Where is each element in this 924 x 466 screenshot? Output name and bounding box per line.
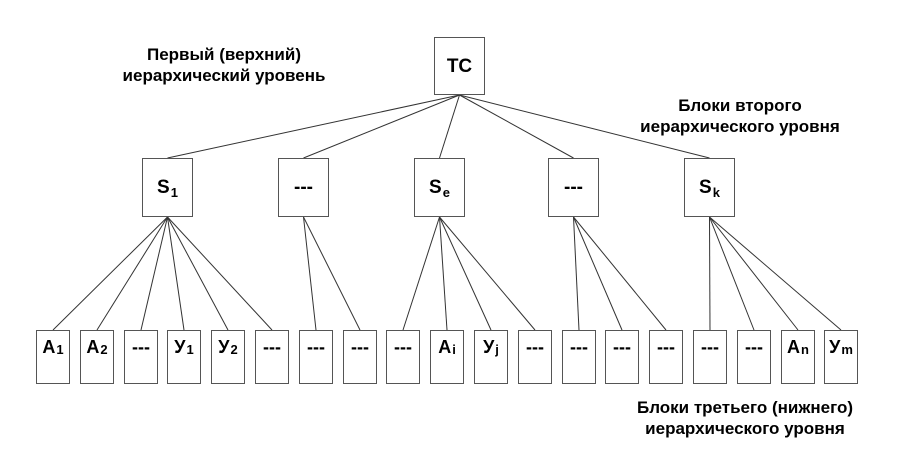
- edge-l2-4-to-l3-16: [709, 216, 755, 331]
- root-node-tc-text: ТС: [446, 55, 473, 77]
- level3-block-18-text: У: [829, 337, 841, 357]
- edge-l2-0-to-l3-3: [167, 216, 185, 331]
- edge-l2-4-to-l3-18: [709, 216, 842, 331]
- level2-block-2-subscript: e: [442, 185, 450, 200]
- edge-l2-0-to-l3-0: [52, 216, 168, 331]
- level3-block-1-text: А: [86, 337, 100, 357]
- edge-l2-1-to-l3-6: [303, 216, 317, 331]
- edge-l2-0-to-l3-1: [96, 216, 168, 331]
- edge-l2-2-to-l3-9: [439, 216, 448, 331]
- level2-block-2-text: S: [429, 177, 442, 198]
- edge-l2-2-to-l3-8: [402, 216, 440, 331]
- edge-l2-0-to-l3-2: [140, 216, 168, 331]
- level3-block-15: ---: [693, 330, 727, 384]
- level3-block-8: ---: [386, 330, 420, 384]
- third-level-caption: Блоки третьего (нижнего) иерархического …: [600, 397, 890, 439]
- level3-block-13: ---: [605, 330, 639, 384]
- level2-block-4-subscript: k: [712, 185, 720, 200]
- top-level-caption: Первый (верхний) иерархический уровень: [108, 44, 340, 86]
- level2-block-3-text: ---: [564, 177, 583, 198]
- level3-block-4-text: У: [218, 337, 230, 357]
- level3-block-10-text: У: [483, 337, 495, 357]
- root-node-tc: ТС: [434, 37, 485, 95]
- level3-block-16-text: ---: [745, 337, 763, 357]
- edge-root-to-l2-2: [439, 94, 460, 159]
- level3-block-9-text: А: [438, 337, 452, 357]
- edge-root-to-l2-3: [459, 94, 574, 159]
- level3-block-11: ---: [518, 330, 552, 384]
- level3-block-3-text: У: [174, 337, 186, 357]
- level3-block-5: ---: [255, 330, 289, 384]
- level3-block-3-subscript: 1: [186, 342, 194, 357]
- level3-block-16: ---: [737, 330, 771, 384]
- second-level-caption-line2: иерархического уровня: [640, 117, 840, 136]
- level3-block-2: ---: [124, 330, 158, 384]
- level3-block-14: ---: [649, 330, 683, 384]
- edge-l2-4-to-l3-17: [709, 216, 799, 331]
- edge-l2-3-to-l3-14: [573, 216, 667, 331]
- level3-block-0-subscript: 1: [56, 342, 64, 357]
- level3-block-9-subscript: i: [452, 342, 456, 357]
- edge-l2-3-to-l3-12: [573, 216, 580, 331]
- second-level-caption: Блоки второго иерархического уровня: [604, 95, 876, 137]
- level3-block-6-text: ---: [307, 337, 325, 357]
- level2-block-1-text: ---: [294, 177, 313, 198]
- second-level-caption-line1: Блоки второго: [678, 96, 802, 115]
- edge-l2-0-to-l3-5: [167, 216, 273, 331]
- edge-root-to-l2-1: [303, 94, 460, 159]
- edge-l2-2-to-l3-11: [439, 216, 536, 331]
- level2-block-0-text: S: [157, 177, 170, 198]
- level3-block-12: ---: [562, 330, 596, 384]
- level3-block-18-subscript: m: [841, 342, 853, 357]
- level3-block-5-text: ---: [263, 337, 281, 357]
- level3-block-0-text: А: [42, 337, 56, 357]
- edge-l2-2-to-l3-10: [439, 216, 492, 331]
- level2-block-0-subscript: 1: [170, 185, 178, 200]
- edge-l2-0-to-l3-4: [167, 216, 229, 331]
- edge-l2-3-to-l3-13: [573, 216, 623, 331]
- level3-block-15-text: ---: [701, 337, 719, 357]
- level3-block-14-text: ---: [657, 337, 675, 357]
- level3-block-7: ---: [343, 330, 377, 384]
- level3-block-1-subscript: 2: [100, 342, 108, 357]
- top-level-caption-line1: Первый (верхний): [147, 45, 301, 64]
- level3-block-11-text: ---: [526, 337, 544, 357]
- third-level-caption-line2: иерархического уровня: [645, 419, 845, 438]
- edge-l2-4-to-l3-15: [709, 216, 711, 331]
- level2-block-1: ---: [278, 158, 329, 217]
- third-level-caption-line1: Блоки третьего (нижнего): [636, 398, 854, 417]
- level3-block-12-text: ---: [570, 337, 588, 357]
- edge-root-to-l2-0: [167, 94, 460, 159]
- level3-block-17-text: А: [787, 337, 801, 357]
- edge-l2-1-to-l3-7: [303, 216, 361, 331]
- level3-block-17-subscript: n: [801, 342, 809, 357]
- level3-block-6: ---: [299, 330, 333, 384]
- level3-block-10-subscript: j: [495, 342, 499, 357]
- level2-block-4-text: S: [699, 177, 712, 198]
- level3-block-2-text: ---: [132, 337, 150, 357]
- edge-root-to-l2-4: [459, 94, 710, 159]
- level3-block-13-text: ---: [613, 337, 631, 357]
- level3-block-8-text: ---: [394, 337, 412, 357]
- level2-block-3: ---: [548, 158, 599, 217]
- level3-block-4-subscript: 2: [230, 342, 238, 357]
- top-level-caption-line2: иерархический уровень: [122, 66, 326, 85]
- level3-block-7-text: ---: [351, 337, 369, 357]
